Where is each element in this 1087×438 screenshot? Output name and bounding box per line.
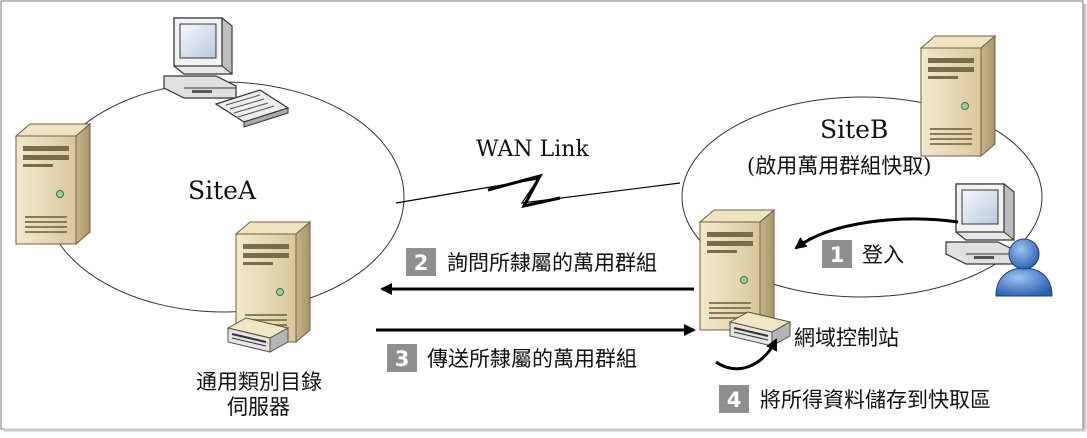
cache-arrow (715, 338, 778, 371)
site-b-name: SiteB (820, 115, 888, 144)
step-1: 1 登入 (822, 240, 904, 268)
step-4-badge (719, 385, 749, 413)
step-4-text: 將所得資料儲存到快取區 (760, 388, 991, 412)
step-2-badge (406, 248, 436, 276)
login-arrow (794, 217, 959, 250)
site-b-boundary (681, 96, 1043, 298)
site-b-tower-server-icon (920, 35, 996, 157)
step-3-text: 傳送所隸屬的萬用群組 (427, 347, 637, 371)
site-b-subtitle: (啟用萬用群組快取) (747, 154, 931, 178)
site-b-user-workstation-icon (945, 183, 1053, 297)
step-1-text: 登入 (862, 243, 904, 267)
step-2-number: 2 (414, 251, 429, 275)
step-1-number: 1 (830, 243, 845, 267)
step-2: 2 詢問所隸屬的萬用群組 (406, 248, 657, 276)
dc-tower-server-icon (699, 209, 775, 331)
step-4: 4 將所得資料儲存到快取區 (719, 385, 991, 413)
step-3-number: 3 (395, 347, 410, 371)
step-4-number: 4 (727, 388, 742, 412)
gc-server-label-line2: 伺服器 (227, 395, 290, 419)
dc-label: 網域控制站 (794, 326, 899, 350)
site-a-tower-server-icon (15, 123, 91, 245)
site-a-desktop-computer-icon (163, 17, 290, 128)
lightning-link-icon (487, 173, 561, 209)
site-a-name: SiteA (188, 176, 257, 205)
step-3-badge (387, 344, 417, 372)
step-1-badge (822, 240, 852, 268)
dc-nic-icon (729, 311, 791, 347)
wan-link-label: WAN Link (476, 137, 589, 162)
step-2-text: 詢問所隸屬的萬用群組 (447, 251, 657, 275)
gc-server-label-line1: 通用類別目錄 (196, 370, 322, 394)
wan-link-line (395, 178, 681, 204)
step-3: 3 傳送所隸屬的萬用群組 (387, 344, 637, 372)
